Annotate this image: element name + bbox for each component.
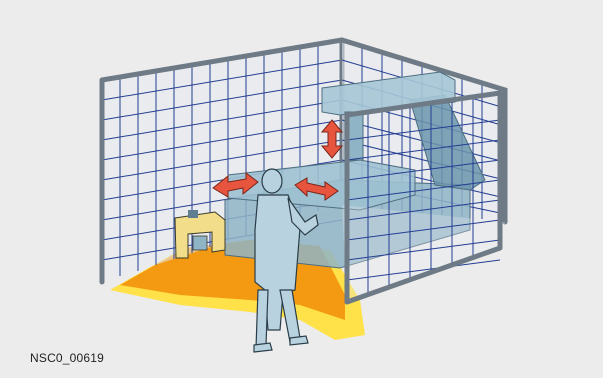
figure-id-label: NSC0_00619	[30, 351, 104, 365]
